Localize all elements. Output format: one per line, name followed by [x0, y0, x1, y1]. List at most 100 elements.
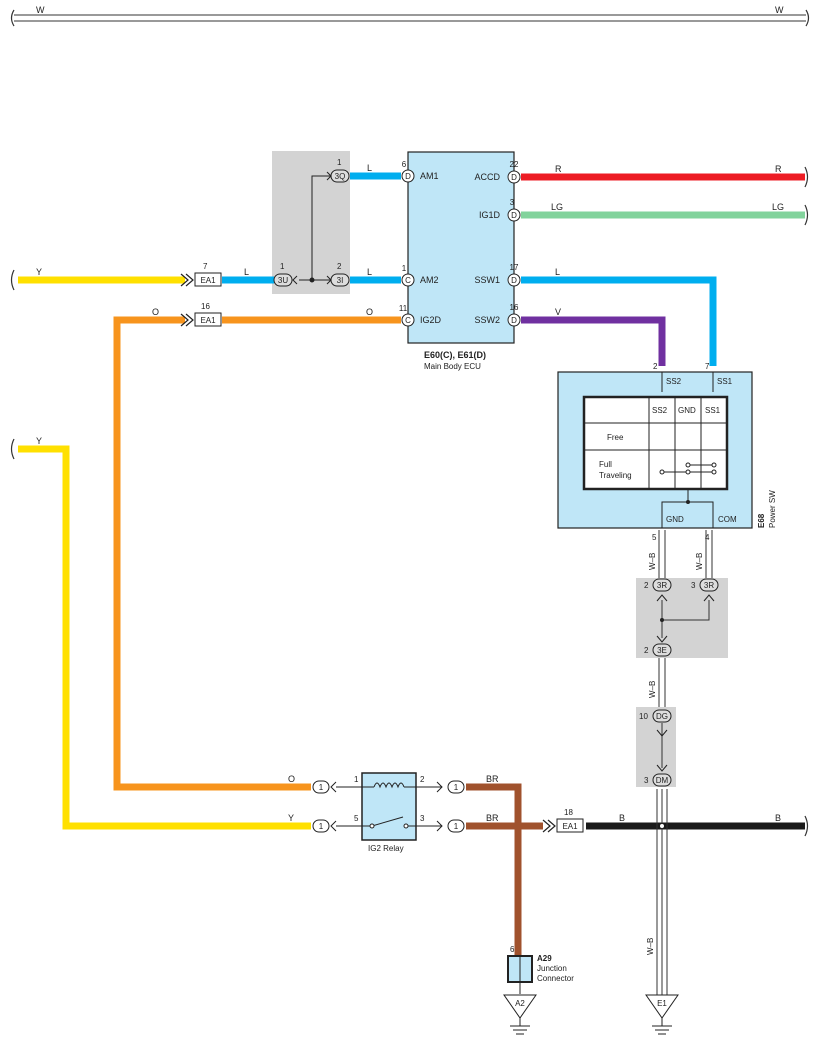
svg-text:AM2: AM2	[420, 275, 439, 285]
ig2-relay: 1 2 5 3 IG2 Relay	[354, 772, 425, 853]
junction-3q-id: 3Q	[335, 172, 346, 181]
power-switch: SS2 SS1 2 7 SS2 GND SS1 Free Full Travel…	[557, 362, 777, 542]
ecu-box	[407, 151, 515, 344]
svg-text:1: 1	[454, 822, 459, 831]
relay-conn-right-top: 1	[416, 780, 465, 794]
svg-text:22: 22	[510, 160, 519, 169]
junction-3u: 3U 1	[273, 262, 298, 287]
power-sw-ss2-num: 2	[653, 362, 658, 371]
junction-3e-arrow	[656, 635, 668, 643]
label-am1-l: L	[367, 163, 372, 173]
svg-text:D: D	[511, 316, 517, 325]
ea1-18-id: EA1	[562, 822, 578, 831]
svg-text:1: 1	[319, 822, 324, 831]
ecu-pin-ig1d: D 3 IG1D	[479, 198, 521, 222]
svg-text:A2: A2	[515, 999, 525, 1008]
ea1-16-id: EA1	[200, 316, 216, 325]
svg-text:17: 17	[510, 263, 519, 272]
svg-text:D: D	[511, 276, 517, 285]
ea1-connector-16: EA1 16	[180, 302, 222, 327]
top-bus-left-label: W	[36, 5, 45, 15]
junction-3-internals	[299, 175, 331, 283]
wire-y-relay	[18, 445, 311, 830]
power-sw-name: Power SW	[768, 490, 777, 528]
wire-end-lg	[804, 204, 809, 226]
svg-text:3R: 3R	[704, 581, 714, 590]
ecu-pin-am2: C 1 AM2	[401, 264, 439, 287]
svg-text:SSW2: SSW2	[474, 315, 500, 325]
power-sw-com-num: 4	[705, 533, 710, 542]
wire-end-r	[804, 166, 809, 188]
svg-text:10: 10	[639, 712, 648, 721]
power-sw-gnd-num: 5	[652, 533, 657, 542]
ea1-7-num: 7	[203, 262, 208, 271]
power-sw-com-pin: COM	[718, 515, 737, 524]
thick-wires	[18, 172, 805, 955]
svg-text:IG2D: IG2D	[420, 315, 442, 325]
label-am2-l: L	[367, 267, 372, 277]
svg-text:3: 3	[510, 198, 515, 207]
svg-text:3R: 3R	[657, 581, 667, 590]
wire-end-y-top	[10, 269, 15, 291]
power-sw-gnd-pin: GND	[666, 515, 684, 524]
svg-text:3E: 3E	[657, 646, 667, 655]
svg-text:SSW1: SSW1	[474, 275, 500, 285]
ea1-7-id: EA1	[200, 276, 216, 285]
label-o-right: O	[366, 307, 373, 317]
power-sw-ss1-num: 7	[705, 362, 710, 371]
wire-br-a29	[466, 783, 522, 955]
svg-text:2: 2	[644, 646, 649, 655]
junction-3r-3: 3R 3	[691, 578, 719, 602]
junction-3u-num: 1	[280, 262, 285, 271]
ecu-pin-am1: D 6 AM1	[401, 160, 439, 183]
ground-e1: E1	[645, 994, 679, 1035]
svg-text:6: 6	[402, 160, 407, 169]
label-relay-y: Y	[288, 813, 294, 823]
svg-text:AM1: AM1	[420, 171, 439, 181]
svg-text:1: 1	[402, 264, 407, 273]
ea1-18-num: 18	[564, 808, 573, 817]
table-row-free: Free	[607, 433, 624, 442]
table-row-full: Full	[599, 460, 612, 469]
label-y-top: Y	[36, 267, 42, 277]
svg-text:IG1D: IG1D	[479, 210, 501, 220]
label-b-left: B	[619, 813, 625, 823]
relay-name: IG2 Relay	[368, 844, 404, 853]
svg-text:D: D	[511, 211, 517, 220]
ecu-pin-ig2d: C 11 IG2D	[399, 304, 442, 327]
a29-code: A29	[537, 954, 552, 963]
svg-text:1: 1	[319, 783, 324, 792]
ea1-16-num: 16	[201, 302, 210, 311]
wire-end-b	[804, 815, 809, 837]
wire-o-relay	[113, 316, 311, 791]
a29-line1: Junction	[537, 964, 567, 973]
svg-text:16: 16	[510, 303, 519, 312]
ecu-pin-ssw2: D 16 SSW2	[474, 303, 521, 327]
wire-l-ssw1	[521, 276, 717, 366]
junction-dm: DM 3	[644, 764, 672, 787]
junction-3r-2: 3R 2	[644, 578, 672, 602]
label-ssw2-v: V	[555, 307, 561, 317]
junction-3r-node	[660, 618, 664, 622]
junction-3i: 3I 2	[326, 262, 350, 287]
table-contacts	[659, 462, 717, 475]
svg-text:ACCD: ACCD	[474, 172, 500, 182]
svg-text:3: 3	[644, 776, 649, 785]
svg-text:1: 1	[454, 783, 459, 792]
a29-pin: 6	[510, 945, 515, 954]
svg-text:E1: E1	[657, 999, 667, 1008]
wire-end-y-mid	[10, 438, 15, 460]
label-ssw1-l: L	[555, 267, 560, 277]
ecu-name: E60(C), E61(D)	[424, 350, 486, 360]
table-row-traveling: Traveling	[599, 471, 632, 480]
ea1-connector-7: EA1 7	[180, 262, 222, 287]
relay-conn-right-bottom: 1	[416, 819, 465, 833]
label-wb-3: W–B	[648, 681, 657, 698]
relay-pin-3: 3	[420, 814, 425, 823]
label-b-right: B	[775, 813, 781, 823]
svg-text:DM: DM	[656, 776, 669, 785]
label-wb-1: W–B	[648, 553, 657, 570]
svg-text:11: 11	[399, 304, 408, 313]
label-wb-4: W–B	[646, 938, 655, 955]
